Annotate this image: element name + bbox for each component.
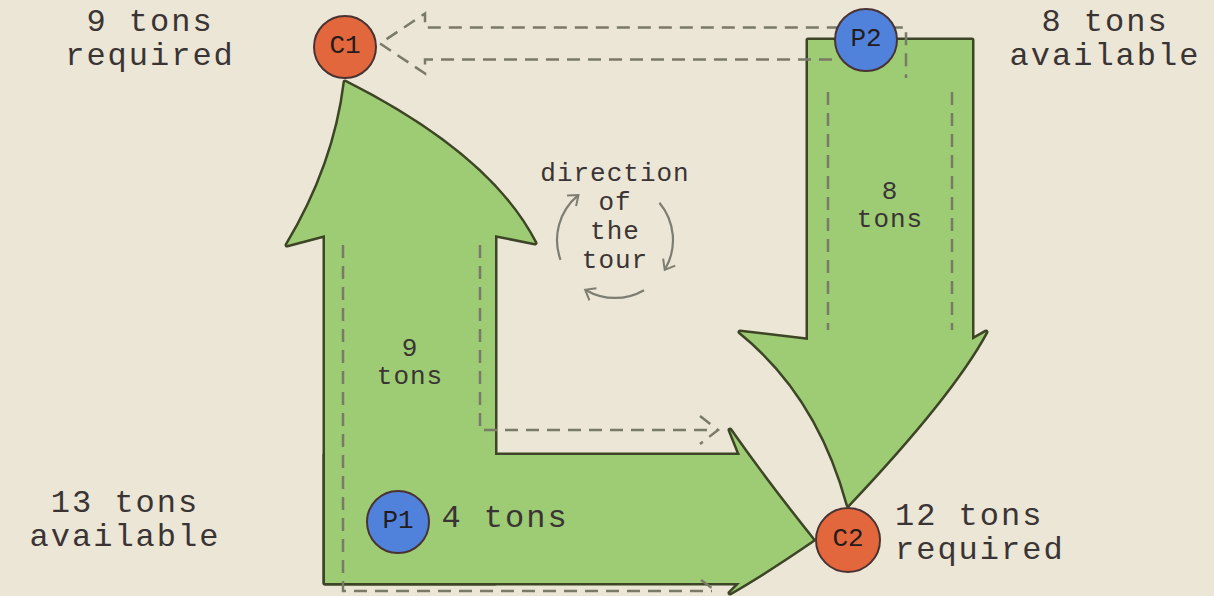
band-outline-layer — [287, 40, 986, 593]
tour-direction-arc — [557, 196, 578, 260]
circle-node: P2 — [834, 8, 898, 72]
flow-arrow — [740, 40, 986, 505]
tour-dashed-arrow — [380, 14, 906, 79]
tour-dashed-line — [827, 92, 830, 330]
annotation-text: 13 tons available — [25, 487, 225, 555]
circle-node: C2 — [815, 507, 881, 573]
circle-node: C1 — [313, 15, 377, 79]
flow-amount: 9 tons — [370, 335, 450, 391]
node-label: P1 — [382, 508, 413, 535]
flow-arrow-fill — [740, 40, 986, 505]
flow-amount: 8 tons — [850, 178, 930, 234]
annotation-text: 9 tons required — [55, 6, 245, 74]
tour-direction-arc — [586, 290, 644, 298]
tour-dashed-head — [700, 416, 718, 444]
tour-direction-arc — [659, 203, 673, 269]
node-label: P2 — [850, 26, 881, 53]
circle-node: P1 — [366, 490, 430, 554]
annotation-text: 12 tons required — [895, 500, 1085, 568]
tour-dashed-line — [343, 245, 712, 591]
annotation-text: direction of the tour — [530, 160, 700, 276]
node-label: C1 — [329, 33, 360, 60]
annotation-text: 8 tons available — [1005, 6, 1205, 74]
flow-amount: 4 tons — [441, 502, 568, 536]
tour-dashed-line — [951, 92, 954, 330]
node-label: C2 — [832, 526, 863, 553]
band-fill-layer — [287, 40, 986, 593]
flow-arrow-fill — [325, 430, 813, 593]
dashed-layer — [380, 14, 906, 79]
tour-dashed-head — [701, 580, 716, 591]
